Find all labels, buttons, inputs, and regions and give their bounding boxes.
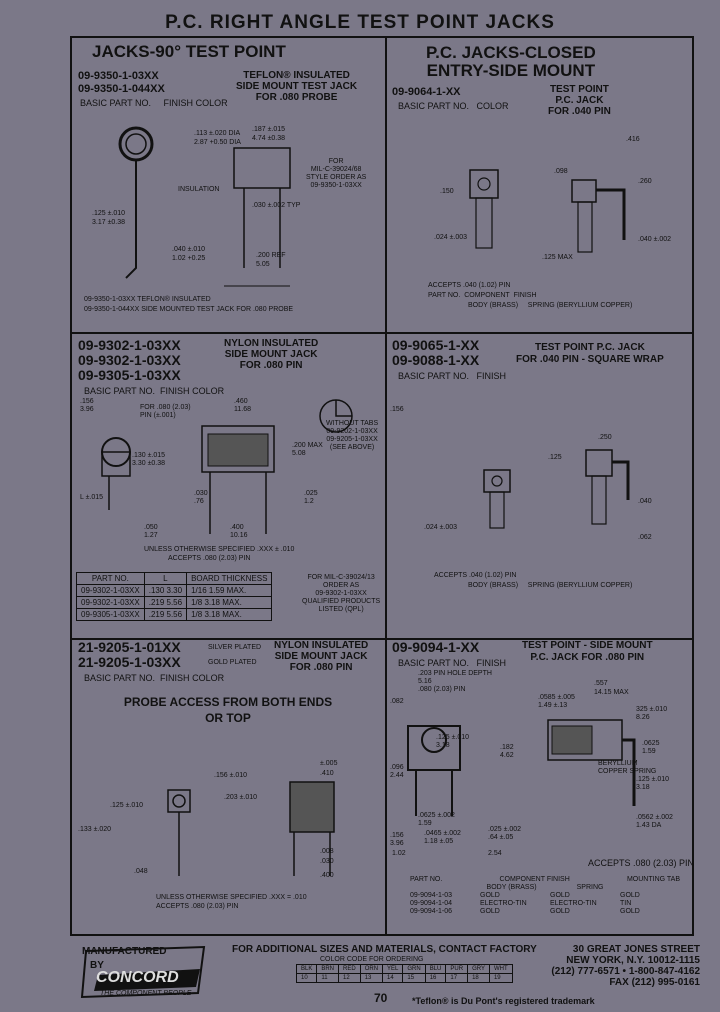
part-label: BASIC PART NO. <box>84 386 156 396</box>
part-number: 09-9302-1-03XX <box>78 352 181 368</box>
table-row: 09-9094-1-04 ELECTRO-TIN ELECTRO-TIN TIN <box>410 900 632 907</box>
section-09-9302: 09-9302-1-03XX 09-9302-1-03XX 09-9305-1-… <box>74 334 382 630</box>
color-code-title: COLOR CODE FOR ORDERING <box>320 956 424 963</box>
table-row: 09-9305-1-03XX .219 5.56 1/8 3.18 MAX. <box>76 608 273 621</box>
part-number: 09-9088-1-XX <box>392 352 480 368</box>
mil-note: FOR MIL-C-39024/68 STYLE ORDER AS 09-935… <box>306 158 367 189</box>
part-label: BASIC PART NO. <box>84 673 156 683</box>
description: TEFLON® INSULATED SIDE MOUNT TEST JACK F… <box>236 70 358 103</box>
page-number: 70 <box>374 991 388 1005</box>
table-row: 09-9302-1-03XX .219 5.56 1/8 3.18 MAX. <box>76 596 273 609</box>
section-09-9065: 09-9065-1-XX 09-9088-1-XX BASIC PART NO.… <box>388 334 688 630</box>
brand-name: CONCORD <box>96 969 179 986</box>
part-label: FINISH <box>476 371 507 381</box>
by-label: BY <box>90 960 104 971</box>
section-heading: JACKS-90° TEST POINT <box>92 42 286 61</box>
part-number: 21-9205-1-01XX <box>78 639 181 655</box>
concord-logo <box>80 945 206 999</box>
part-number: 09-9350-1-03XX <box>78 70 159 82</box>
jack-drawing <box>483 449 630 529</box>
part-label: FINISH <box>163 98 194 108</box>
part-label: COLOR <box>195 98 228 108</box>
part-label: FINISH <box>160 673 190 683</box>
address-block: 30 GREAT JONES STREET NEW YORK, N.Y. 100… <box>551 944 700 988</box>
part-label: COLOR <box>192 386 225 396</box>
description: NYLON INSULATED SIDE MOUNT JACK FOR .080… <box>274 640 369 673</box>
part-number: 09-9350-1-044XX <box>78 83 165 95</box>
color-names-row: BLK BRN RED ORN YEL GRN BLU PUR GRY WHT <box>295 964 513 974</box>
finish-table: PART NO. COMPONENT FINISH MOUNTING TAB B… <box>410 876 680 915</box>
section-09-9350: JACKS-90° TEST POINT 09-9350-1-03XX 09-9… <box>74 40 382 330</box>
part-number: 09-9065-1-XX <box>392 337 480 353</box>
jack-drawing <box>407 719 636 816</box>
part-number: 09-9302-1-03XX <box>78 337 181 353</box>
part-label: FINISH <box>476 658 507 668</box>
manufactured-label: MANUFACTURED <box>82 946 167 957</box>
description: NYLON INSULATED SIDE MOUNT JACK FOR .080… <box>224 338 319 371</box>
part-label: COLOR <box>192 673 225 683</box>
jack-drawing <box>469 169 626 253</box>
description: TEST POINT - SIDE MOUNT P.C. JACK FOR .0… <box>522 640 653 663</box>
jack-drawing <box>118 126 291 287</box>
part-number: 09-9305-1-03XX <box>78 367 181 383</box>
part-number: 09-9064-1-XX <box>392 86 461 98</box>
section-21-9205: 21-9205-1-01XX 21-9205-1-03XX SILVER PLA… <box>74 636 382 932</box>
product-grid-lower <box>70 634 694 936</box>
dimensions-table: PART NO. L BOARD THICKNESS 09-9302-1-03X… <box>76 572 273 621</box>
trademark-note: *Teflon® is Du Pont's registered tradema… <box>412 996 595 1006</box>
jack-drawing <box>101 399 353 534</box>
part-number: 09-9094-1-XX <box>392 639 480 655</box>
part-label: BASIC PART NO. <box>80 98 152 108</box>
jack-drawing <box>167 781 335 876</box>
part-label: COLOR <box>476 101 509 111</box>
grid-divider-row1 <box>72 332 692 334</box>
section-09-9094: 09-9094-1-XX BASIC PART NO. FINISH TEST … <box>390 639 695 915</box>
section-09-9064: P.C. JACKS-CLOSED ENTRY-SIDE MOUNT 09-90… <box>388 40 688 330</box>
part-label: BASIC PART NO. <box>398 101 470 111</box>
description: TEST POINT P.C. JACK FOR .040 PIN - SQUA… <box>516 342 664 365</box>
page-title: P.C. RIGHT ANGLE TEST POINT JACKS <box>165 12 555 33</box>
additional-note: FOR ADDITIONAL SIZES AND MATERIALS, CONT… <box>232 944 537 955</box>
part-label: FINISH <box>160 386 190 396</box>
color-code-table: BLK BRN RED ORN YEL GRN BLU PUR GRY WHT … <box>295 964 513 983</box>
color-codes-row: 10 11 12 13 14 15 16 17 18 19 <box>295 973 513 983</box>
product-grid <box>70 36 694 640</box>
without-tabs-note: WITHOUT TABS 09-9202-1-03XX 09-9205-1-03… <box>326 420 379 451</box>
part-number: 21-9205-1-03XX <box>78 654 181 670</box>
table-row: 09-9302-1-03XX .130 3.30 1/16 1.59 MAX. <box>76 584 273 597</box>
table-row: 09-9094-1-06 GOLD GOLD GOLD <box>410 908 640 915</box>
description: TEST POINT P.C. JACK FOR .040 PIN <box>548 84 611 117</box>
mil-note: FOR MIL-C-39024/13 ORDER AS 09-9302-1-03… <box>302 574 381 613</box>
table-row: 09-9094-1-03 GOLD GOLD GOLD <box>410 892 640 899</box>
part-label: BASIC PART NO. <box>398 658 470 668</box>
part-label: BASIC PART NO. <box>398 371 470 381</box>
section-heading: P.C. JACKS-CLOSED ENTRY-SIDE MOUNT <box>426 43 596 80</box>
grid-divider-vertical <box>385 38 387 638</box>
probe-access-note: PROBE ACCESS FROM BOTH ENDS OR TOP <box>123 695 333 725</box>
brand-tagline: THE COMPONENT PEOPLE <box>100 990 192 997</box>
